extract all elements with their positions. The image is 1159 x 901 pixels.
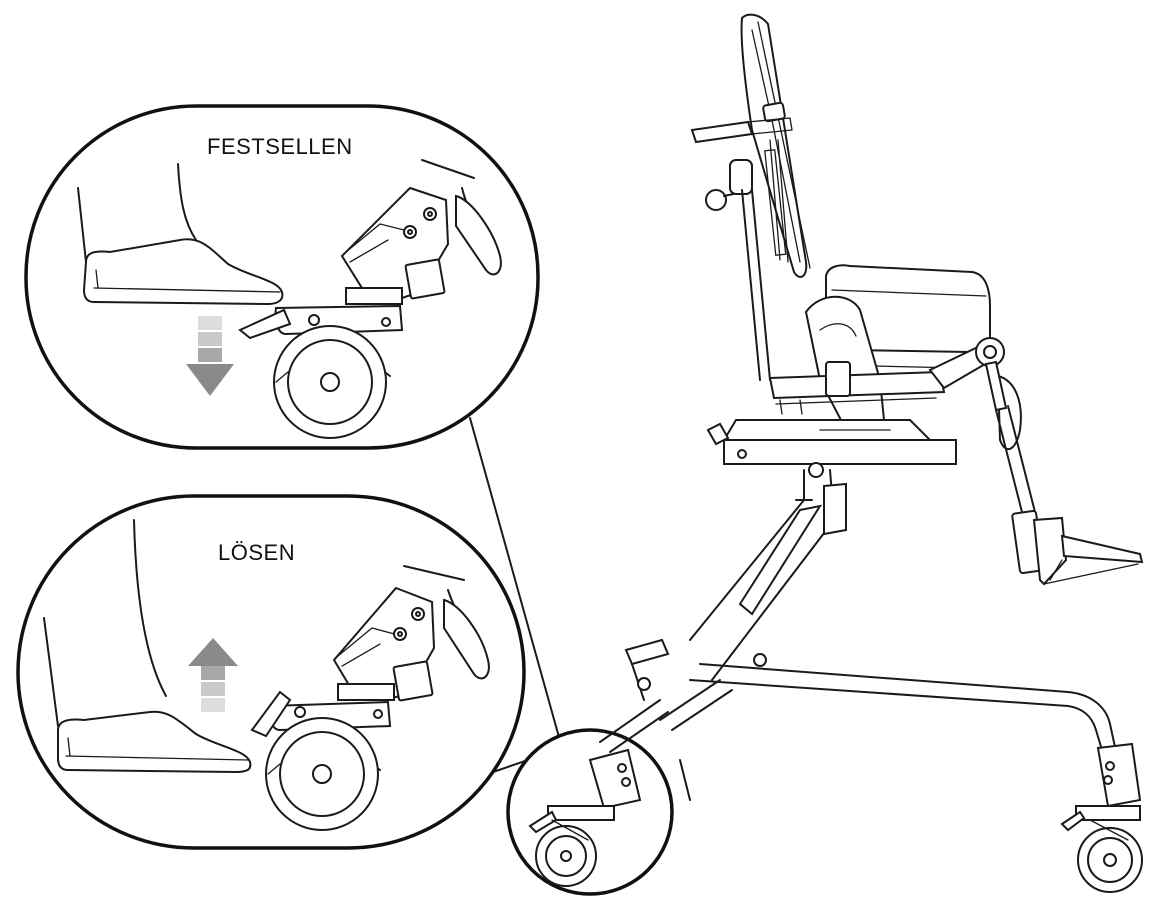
seat-base-plate <box>706 419 957 478</box>
lower-push-bar <box>624 638 670 701</box>
down-arrow-band-1 <box>198 316 222 330</box>
callout-connector-lines <box>469 417 563 773</box>
base-frame <box>659 653 1121 801</box>
caster-lock-detail <box>238 159 502 439</box>
down-arrow-band-2 <box>198 332 222 346</box>
caster-release-detail <box>250 565 490 831</box>
foot-lifting-up <box>43 519 252 774</box>
footplate <box>1032 516 1144 586</box>
front-caster-detail-circle <box>506 699 674 896</box>
lock-label: FESTSELLEN <box>207 134 353 159</box>
front-caster-small <box>528 699 669 887</box>
push-handle <box>690 117 793 144</box>
up-arrow-band-2 <box>201 682 225 696</box>
release-label: LÖSEN <box>218 540 295 565</box>
down-arrow-icon <box>186 316 234 396</box>
release-detail-callout: LÖSEN <box>16 494 526 850</box>
shower-chair <box>624 13 1144 893</box>
backrest <box>740 13 811 278</box>
down-arrow-band-3 <box>198 348 222 362</box>
up-arrow-band-1 <box>201 666 225 680</box>
up-arrow-band-3 <box>201 698 225 712</box>
lock-detail-callout: FESTSELLEN <box>24 104 540 450</box>
leg-rest-hinge <box>928 337 1022 451</box>
main-column <box>689 469 847 681</box>
foot-pressing-down <box>77 163 284 306</box>
down-arrow-head <box>186 364 234 396</box>
up-arrow-head <box>188 638 238 666</box>
rear-caster <box>1060 742 1143 893</box>
tilt-knob <box>705 159 771 381</box>
seat-frame <box>768 361 946 415</box>
up-arrow-icon <box>188 638 238 712</box>
